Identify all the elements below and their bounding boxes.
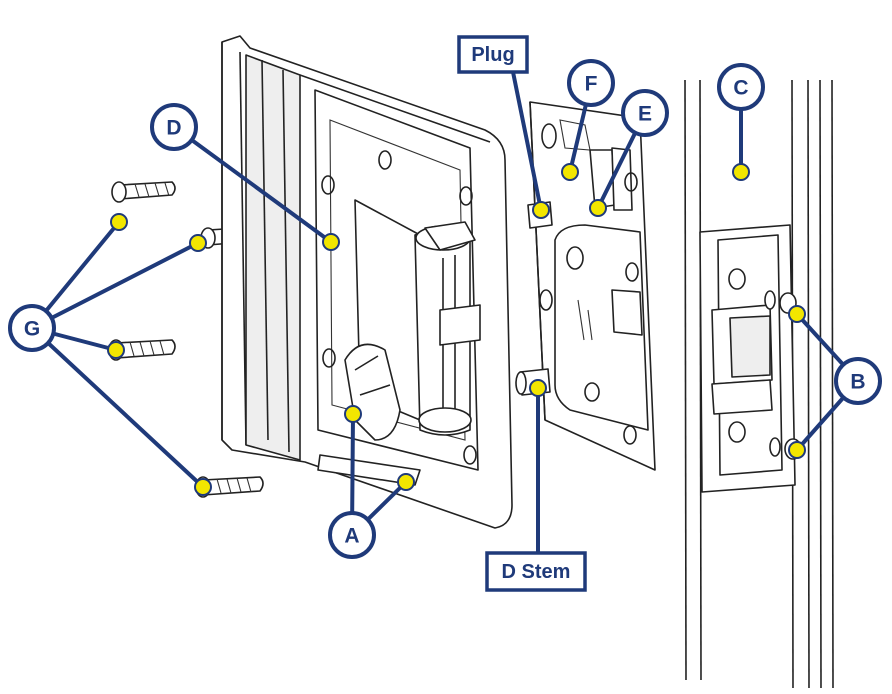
plug-label: Plug: [471, 44, 514, 66]
dot-plug: [532, 201, 550, 219]
lock-body: [515, 101, 656, 471]
dot-g-3: [107, 341, 125, 359]
dot-d-stem: [529, 379, 547, 397]
door-frame: [684, 79, 834, 689]
dot-b-2: [788, 441, 806, 459]
callout-e-label: E: [638, 103, 652, 126]
dot-d: [322, 233, 340, 251]
d-stem-label-box: D Stem: [485, 551, 587, 592]
callout-g-label: G: [24, 318, 40, 341]
dot-g-2: [189, 234, 207, 252]
callout-a-label: A: [344, 525, 359, 548]
dot-g-4: [194, 478, 212, 496]
marker-dots: [107, 163, 806, 496]
dot-b-1: [788, 305, 806, 323]
callout-d-label: D: [166, 117, 181, 140]
callout-e: E: [621, 89, 669, 137]
callout-f: F: [567, 59, 615, 107]
dot-e: [589, 199, 607, 217]
dot-a-2: [397, 473, 415, 491]
dot-c: [732, 163, 750, 181]
callout-c: C: [717, 63, 765, 111]
callout-g: G: [8, 304, 56, 352]
callout-c-label: C: [733, 77, 748, 100]
plug-label-box: Plug: [457, 35, 529, 74]
callout-f-label: F: [585, 73, 598, 96]
dot-a-1: [344, 405, 362, 423]
screw-1: [111, 181, 176, 203]
callout-a: A: [328, 511, 376, 559]
back-plate: [221, 35, 513, 529]
callout-b-label: B: [850, 371, 865, 394]
dot-g-1: [110, 213, 128, 231]
callout-b: B: [834, 357, 882, 405]
d-stem-label: D Stem: [502, 561, 571, 583]
screws: [108, 181, 264, 498]
dot-f: [561, 163, 579, 181]
callout-d: D: [150, 103, 198, 151]
